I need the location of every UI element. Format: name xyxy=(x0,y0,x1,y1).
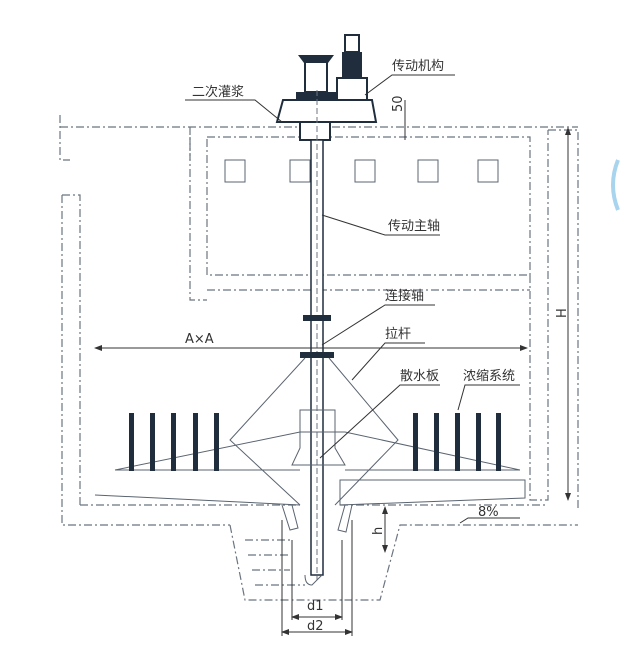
dim-height: H xyxy=(555,308,570,318)
dim-d2: d2 xyxy=(307,619,324,634)
label-connecting-shaft: 连接轴 xyxy=(385,288,424,304)
dim-clearance: 50 xyxy=(391,95,406,112)
label-splash-plate: 散水板 xyxy=(400,369,439,384)
dim-slope: 8% xyxy=(478,505,499,520)
label-thickening-system: 浓缩系统 xyxy=(463,368,515,384)
dimension-lines xyxy=(94,100,571,636)
splash-plate xyxy=(291,409,346,466)
window-openings xyxy=(224,159,499,183)
dim-depth: h xyxy=(371,527,386,535)
leader-lines xyxy=(185,74,520,459)
main-shaft xyxy=(300,90,334,586)
edge-decoration xyxy=(611,159,620,211)
label-main-shaft: 传动主轴 xyxy=(388,219,440,234)
label-drive-mechanism: 传动机构 xyxy=(392,59,444,74)
thickening-pickets xyxy=(129,413,501,471)
label-grouting: 二次灌浆 xyxy=(192,84,244,100)
dim-d1: d1 xyxy=(307,599,324,614)
civil-structure xyxy=(59,115,579,601)
rake-assembly xyxy=(94,357,526,533)
label-tie-rod: 拉杆 xyxy=(385,327,411,342)
connecting-shaft-flange xyxy=(303,315,331,321)
drive-mechanism xyxy=(275,34,378,141)
dim-width: A×A xyxy=(185,332,214,347)
